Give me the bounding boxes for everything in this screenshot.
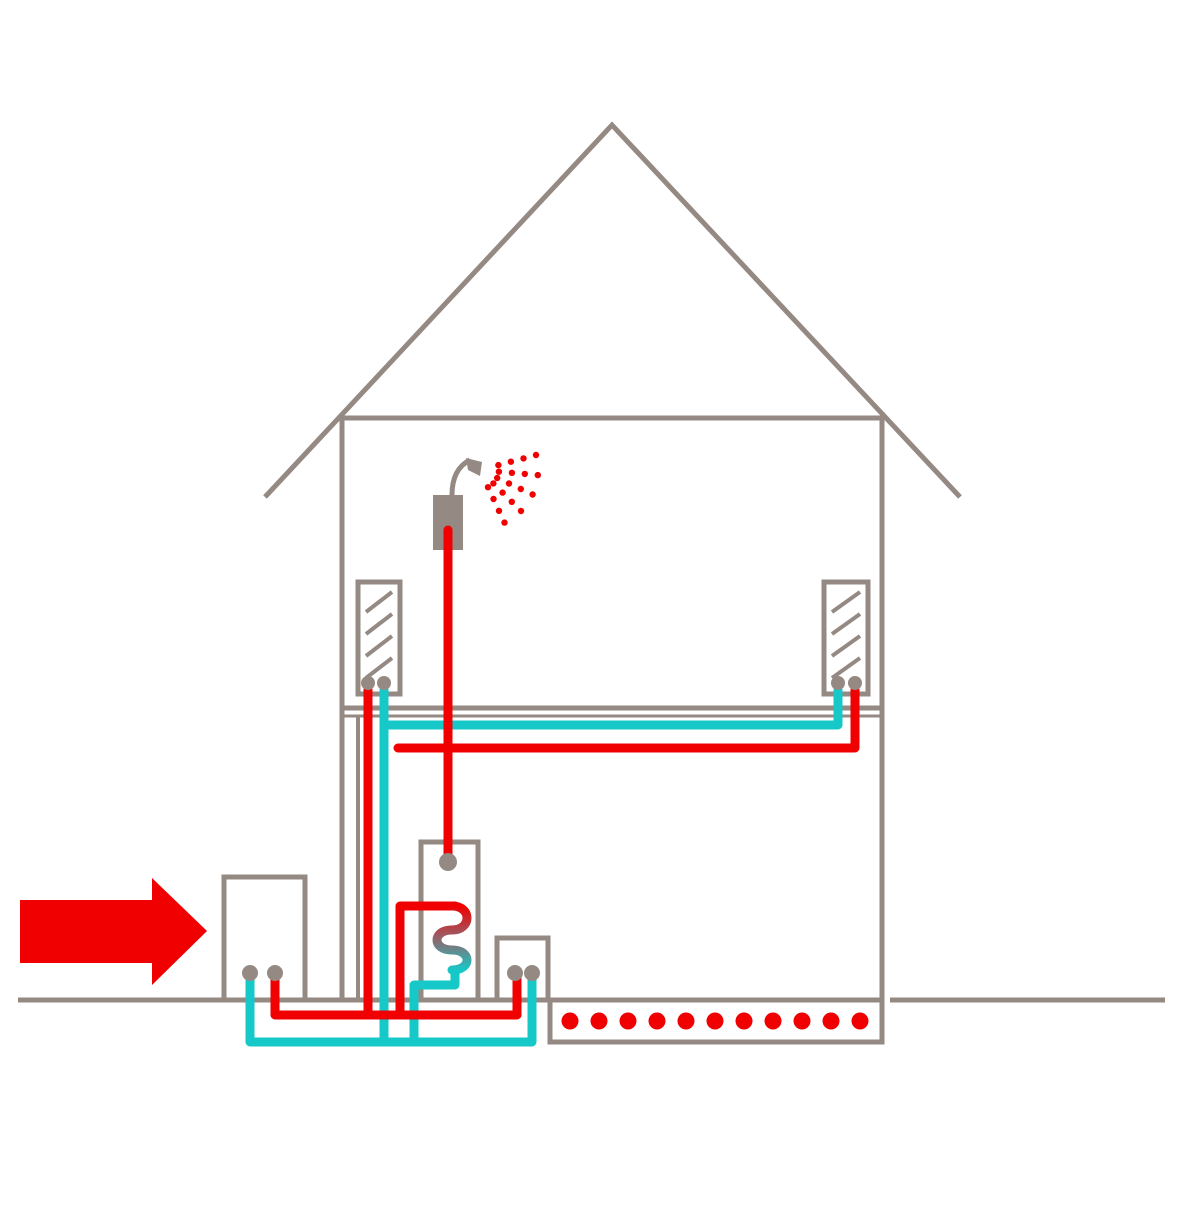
shower-spray-droplet — [517, 507, 525, 515]
cylinder-heat-exchanger-coil — [432, 901, 472, 975]
port-radiator-right-hot — [848, 676, 862, 690]
port-cylinder-outlet — [439, 853, 457, 871]
shower-spray-droplet — [499, 489, 506, 496]
cold-pipe-ground-return — [245, 970, 537, 1047]
shower-spray-droplet — [495, 468, 503, 475]
shower-head — [466, 458, 482, 476]
underfloor-heating-dot — [822, 1012, 840, 1030]
shower-spray-droplet — [484, 484, 492, 491]
shower-spray-droplet — [520, 455, 527, 462]
underfloor-heating-dot — [851, 1012, 869, 1030]
port-radiator-right-cold — [831, 676, 845, 690]
energy-input-arrow — [20, 878, 207, 985]
shower-spray-droplet — [505, 480, 513, 487]
underfloor-heating-dot — [648, 1012, 666, 1030]
underfloor-heating-dot — [590, 1012, 608, 1030]
underfloor-heating-dot — [793, 1012, 811, 1030]
underfloor-heating-dot — [706, 1012, 724, 1030]
port-distribution-cold — [524, 965, 540, 981]
underfloor-heating-dot — [735, 1012, 753, 1030]
shower-spray-droplet — [508, 498, 515, 505]
hot-pipe-cylinder-coil-feed — [395, 901, 460, 1020]
hot-pipes — [270, 525, 860, 1020]
port-heat-source-hot — [267, 965, 283, 981]
pipe-ports — [242, 676, 862, 981]
shower-spray-droplet — [490, 495, 497, 503]
port-radiator-left-hot — [361, 676, 375, 690]
underfloor-heating-dots — [561, 1012, 869, 1030]
shower-spray-droplet — [521, 470, 528, 478]
heat-source-unit — [221, 874, 308, 1003]
port-heat-source-cold — [242, 965, 258, 981]
shower-spray-droplet — [517, 485, 524, 493]
port-radiator-left-cold — [377, 676, 391, 690]
underfloor-heating-dot — [677, 1012, 695, 1030]
shower-spray-droplet — [494, 474, 501, 482]
shower — [433, 451, 541, 550]
radiator-left — [355, 579, 403, 697]
shower-spray-droplet — [507, 458, 515, 465]
shower-spray-droplet — [508, 469, 516, 476]
shower-spray-droplet — [495, 461, 502, 469]
shower-spray-droplet — [534, 471, 541, 479]
port-distribution-hot — [507, 965, 523, 981]
radiator-right — [821, 579, 871, 697]
shower-spray-droplet — [532, 451, 540, 459]
shower-spray-droplet — [495, 507, 503, 514]
shower-spray — [484, 451, 541, 526]
hot-pipe-right-radiator — [393, 685, 860, 753]
cold-pipes — [245, 685, 843, 1047]
shower-spray-droplet — [490, 480, 497, 487]
cold-pipe-cylinder-feed — [409, 965, 460, 1047]
underfloor-heating-dot — [619, 1012, 637, 1030]
shower-spray-droplet — [529, 491, 536, 498]
roof — [263, 121, 962, 499]
underfloor-heating-dot — [764, 1012, 782, 1030]
cold-pipe-right-radiator — [379, 685, 843, 730]
underfloor-heating — [547, 1000, 885, 1045]
underfloor-heating-dot — [561, 1012, 579, 1030]
distribution-unit — [494, 935, 551, 1003]
shower-spray-droplet — [501, 519, 508, 526]
